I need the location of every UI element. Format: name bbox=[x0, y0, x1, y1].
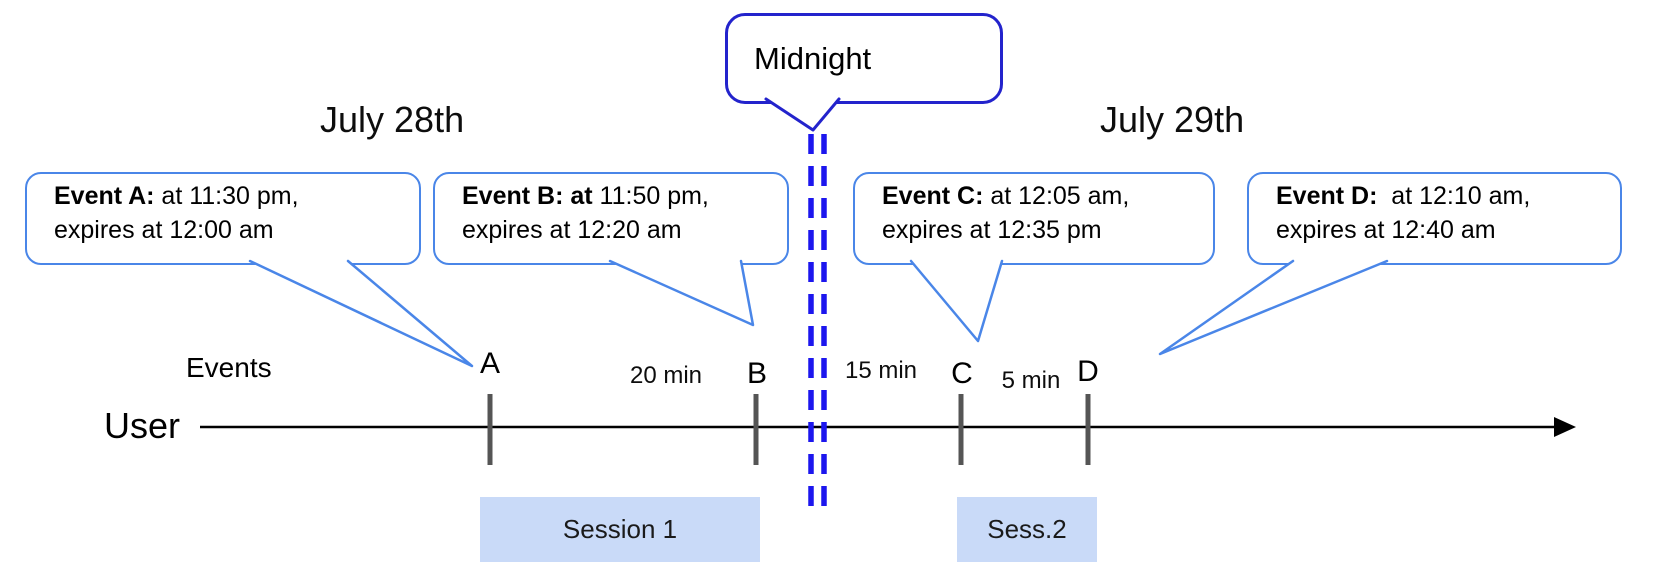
event-a-line2: expires at 12:00 am bbox=[54, 216, 274, 244]
user-axis-label: User bbox=[104, 405, 181, 446]
event-a-line1: Event A: at 11:30 pm, bbox=[54, 182, 299, 210]
event-b-callout: Event B: at 11:50 pm, expires at 12:20 a… bbox=[433, 172, 789, 265]
midnight-callout-label: Midnight bbox=[754, 40, 872, 76]
marker-letter-d: D bbox=[1077, 355, 1099, 388]
date-label-july-28: July 28th bbox=[320, 99, 465, 140]
marker-letter-c: C bbox=[951, 357, 973, 390]
gap-label-5min: 5 min bbox=[1001, 367, 1061, 394]
timeline-arrowhead-icon bbox=[1554, 417, 1576, 437]
event-d-line1: Event D: at 12:10 am, bbox=[1276, 182, 1531, 210]
gap-label-20min: 20 min bbox=[629, 362, 703, 389]
event-d-callout: Event D: at 12:10 am, expires at 12:40 a… bbox=[1247, 172, 1622, 265]
event-b-line2: expires at 12:20 am bbox=[462, 216, 682, 244]
event-a-callout-tail bbox=[248, 259, 474, 368]
event-c-callout-tail bbox=[909, 259, 1004, 343]
event-d-callout-tail bbox=[1158, 259, 1389, 356]
midnight-callout: Midnight bbox=[725, 13, 1003, 104]
event-c-callout: Event C: at 12:05 am, expires at 12:35 p… bbox=[853, 172, 1215, 265]
date-label-july-29: July 29th bbox=[1100, 99, 1245, 140]
event-b-line1: Event B: at 11:50 pm, bbox=[462, 182, 709, 210]
session-2-label: Sess.2 bbox=[987, 514, 1067, 544]
gap-label-15min: 15 min bbox=[844, 357, 918, 384]
event-c-line2: expires at 12:35 pm bbox=[882, 216, 1102, 244]
session-2-box: Sess.2 bbox=[957, 497, 1097, 562]
event-d-line2: expires at 12:40 am bbox=[1276, 216, 1496, 244]
session-1-box: Session 1 bbox=[480, 497, 760, 562]
event-b-callout-tail bbox=[608, 259, 755, 327]
marker-letter-a: A bbox=[479, 347, 501, 380]
session-1-label: Session 1 bbox=[562, 514, 678, 544]
marker-letter-b: B bbox=[746, 357, 768, 390]
event-a-callout: Event A: at 11:30 pm, expires at 12:00 a… bbox=[25, 172, 421, 265]
events-axis-label: Events bbox=[186, 352, 272, 383]
event-c-line1: Event C: at 12:05 am, bbox=[882, 182, 1130, 210]
